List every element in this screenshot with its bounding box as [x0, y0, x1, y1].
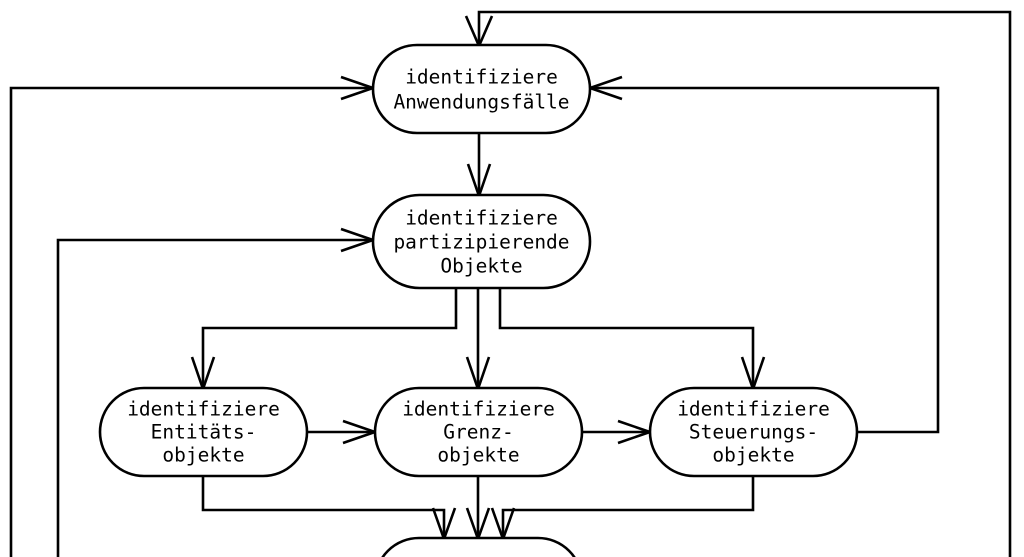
node-entitaetsobjekte[interactable]: identifiziere Entitäts- objekte [98, 386, 309, 478]
node-steuerungsobjekte-shape[interactable] [648, 386, 859, 478]
node-entitaetsobjekte-line3: objekte [162, 444, 244, 467]
node-grenzobjekte-line2: Grenz- [443, 421, 513, 444]
node-bottom-partial-shape[interactable] [375, 536, 582, 557]
node-partizipierende-objekte-shape[interactable] [371, 193, 592, 290]
node-partizipierende-objekte-line2: partizipierende [393, 231, 569, 254]
node-steuerungsobjekte-line2: Steuerungs- [689, 421, 818, 444]
node-partizipierende-objekte-line3: Objekte [440, 255, 522, 278]
edge-entitaetsobjekte-to-bottom-node [201, 476, 446, 537]
node-entitaetsobjekte-line1: identifiziere [127, 398, 280, 421]
node-steuerungsobjekte-line1: identifiziere [677, 398, 830, 421]
edge-steuerungsobjekte-to-anwendungsfaelle [592, 86, 940, 434]
node-anwendungsfaelle[interactable]: identifiziere Anwendungsfälle [371, 43, 592, 135]
node-entitaetsobjekte-shape[interactable] [98, 386, 309, 478]
node-partizipierende-objekte-line1: identifiziere [405, 207, 558, 230]
node-steuerungsobjekte-line3: objekte [712, 444, 794, 467]
edge-top-outer-loop [477, 10, 1012, 557]
node-grenzobjekte-line1: identifiziere [402, 398, 555, 421]
node-bottom-partial[interactable] [375, 536, 582, 557]
edge-left-outer-loop-to-anwendungsfaelle [9, 86, 371, 557]
node-grenzobjekte-shape[interactable] [373, 386, 584, 478]
node-anwendungsfaelle-line1: identifiziere [405, 66, 558, 89]
node-anwendungsfaelle-line2: Anwendungsfälle [393, 91, 569, 114]
node-partizipierende-objekte[interactable]: identifiziere partizipierende Objekte [371, 193, 592, 290]
node-anwendungsfaelle-shape[interactable] [371, 43, 592, 135]
node-steuerungsobjekte[interactable]: identifiziere Steuerungs- objekte [648, 386, 859, 478]
node-entitaetsobjekte-line2: Entitäts- [151, 421, 257, 444]
edge-left-inner-loop-to-partizipierende [56, 238, 371, 557]
node-grenzobjekte[interactable]: identifiziere Grenz- objekte [373, 386, 584, 478]
edge-steuerungsobjekte-to-bottom-node [501, 476, 755, 537]
node-grenzobjekte-line3: objekte [437, 444, 519, 467]
node-layer: identifiziere Anwendungsfälle identifizi… [98, 43, 859, 557]
edge-partizipierende-to-steuerungsobjekte [498, 288, 755, 387]
edge-layer [9, 10, 1012, 557]
edge-partizipierende-to-entitaetsobjekte [201, 288, 458, 387]
